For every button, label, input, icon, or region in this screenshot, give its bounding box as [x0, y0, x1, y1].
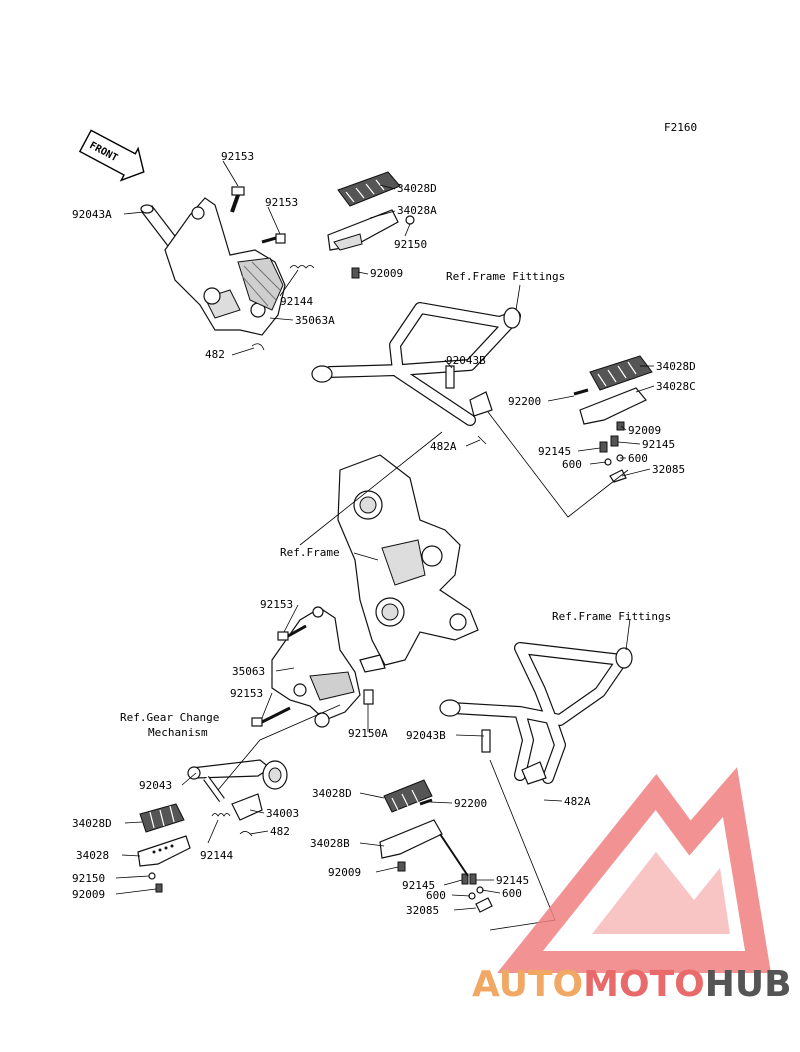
rider-bracket-lower: [251, 606, 374, 728]
label-482a: 482A: [564, 795, 591, 808]
label-600: 600: [502, 887, 522, 900]
label-92145: 92145: [538, 445, 571, 458]
rider-bracket-left-upper: [140, 186, 315, 351]
label-600: 600: [562, 458, 582, 471]
label-92153: 92153: [230, 687, 263, 700]
label-92150: 92150: [394, 238, 427, 251]
label-92145: 92145: [496, 874, 529, 887]
figure-code: F2160: [664, 121, 697, 134]
label-92009: 92009: [72, 888, 105, 901]
label-600: 600: [426, 889, 446, 902]
label-600: 600: [628, 452, 648, 465]
label-92153: 92153: [221, 150, 254, 163]
label-482: 482: [205, 348, 225, 361]
label-34028: 34028: [76, 849, 109, 862]
footpeg-upper-right: [573, 355, 653, 483]
label-92043b: 92043B: [446, 354, 486, 367]
label-92009: 92009: [370, 267, 403, 280]
footpeg-upper-left: [327, 171, 415, 279]
label-92150: 92150: [72, 872, 105, 885]
watermark-logo: [497, 767, 771, 973]
label-ref-frame-fittings: Ref.Frame Fittings: [446, 270, 565, 283]
label-92153: 92153: [265, 196, 298, 209]
gear-change-pedal: [187, 759, 288, 837]
label-92043a: 92043A: [72, 208, 112, 221]
watermark-text: AUTOMOTOHUB: [472, 964, 792, 1005]
label-34028a: 34028A: [397, 204, 437, 217]
front-arrow-icon: FRONT: [78, 129, 145, 182]
label-34028b: 34028B: [310, 837, 350, 850]
label-32085: 32085: [652, 463, 685, 476]
label-34028d: 34028D: [397, 182, 437, 195]
label-ref-gear-change: Ref.Gear Change: [120, 711, 219, 724]
frame-fitting-lower: [439, 642, 633, 785]
label-35063a: 35063A: [295, 314, 335, 327]
watermark-moto: MOTO: [583, 964, 705, 1005]
footpeg-lower-left: [137, 803, 191, 893]
label-ref-frame: Ref.Frame: [280, 546, 340, 559]
label-35063: 35063: [232, 665, 265, 678]
label-92009: 92009: [628, 424, 661, 437]
label-34028d: 34028D: [72, 817, 112, 830]
label-34003: 34003: [266, 807, 299, 820]
label-34028d: 34028D: [312, 787, 352, 800]
label-34028c: 34028C: [656, 380, 696, 393]
label-482: 482: [270, 825, 290, 838]
label-ref-frame-fittings: Ref.Frame Fittings: [552, 610, 671, 623]
label-mechanism: Mechanism: [148, 726, 208, 739]
footpeg-lower-right: [379, 779, 493, 913]
watermark-hub: HUB: [705, 964, 792, 1005]
label-92145: 92145: [642, 438, 675, 451]
label-92009: 92009: [328, 866, 361, 879]
label-92043b: 92043B: [406, 729, 446, 742]
label-92145: 92145: [402, 879, 435, 892]
leader-lines: [115, 160, 655, 911]
label-482a: 482A: [430, 440, 457, 453]
label-92144: 92144: [280, 295, 313, 308]
label-92153: 92153: [260, 598, 293, 611]
label-32085: 32085: [406, 904, 439, 917]
label-92200: 92200: [508, 395, 541, 408]
main-frame: [337, 454, 479, 673]
watermark-auto: AUTO: [472, 964, 583, 1005]
label-92043: 92043: [139, 779, 172, 792]
label-92150a: 92150A: [348, 727, 388, 740]
label-34028d: 34028D: [656, 360, 696, 373]
part-labels: 92153 92043A 92153 34028D 34028A 92150 9…: [72, 150, 696, 917]
frame-fitting-upper: [311, 302, 521, 445]
label-92144: 92144: [200, 849, 233, 862]
label-92200: 92200: [454, 797, 487, 810]
